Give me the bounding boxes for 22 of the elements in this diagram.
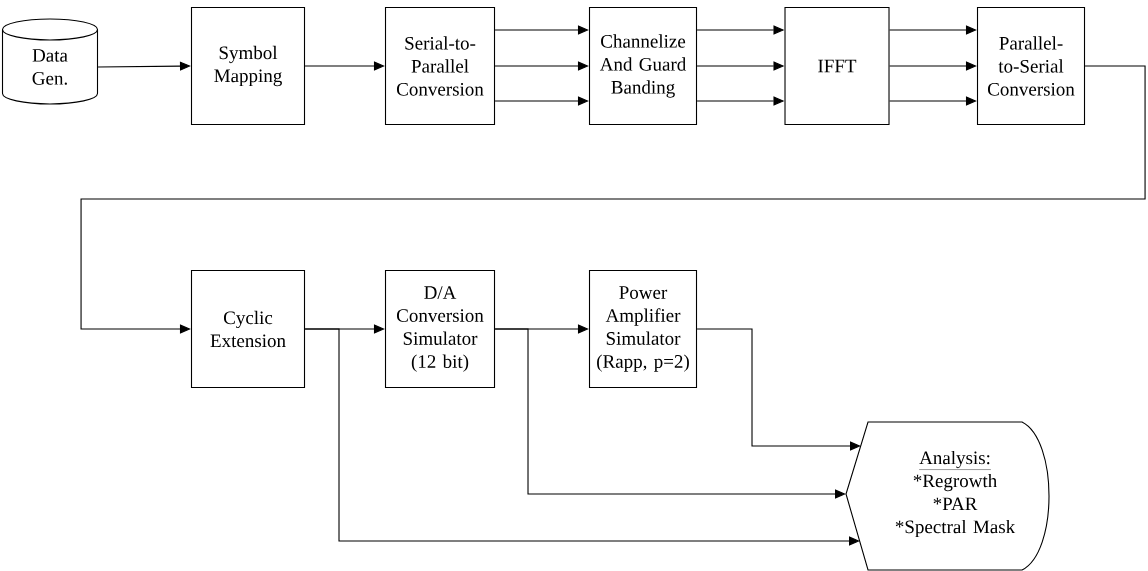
arrow bbox=[304, 328, 860, 546]
process-box: Serial-to-Parallel Conversion bbox=[384, 6, 496, 126]
process-box: Power Amplifier Simulator (Rapp, p=2) bbox=[588, 269, 698, 389]
arrow bbox=[889, 96, 977, 106]
arrow bbox=[80, 65, 1146, 334]
process-box: Cyclic Extension bbox=[190, 269, 306, 389]
arrow bbox=[889, 25, 977, 35]
arrow bbox=[494, 328, 846, 499]
arrow bbox=[494, 61, 589, 71]
arrow bbox=[304, 61, 385, 71]
process-box: Parallel-to-Serial Conversion bbox=[976, 6, 1086, 126]
process-box: D/A Conversion Simulator (12 bit) bbox=[384, 269, 496, 389]
analysis-box: Analysis: *Regrowth *PAR *Spectral Mask bbox=[845, 421, 1050, 571]
arrow bbox=[889, 61, 977, 71]
arrow bbox=[696, 328, 861, 451]
database-cylinder: Data Gen. bbox=[1, 18, 99, 105]
process-box: IFFT bbox=[784, 6, 890, 126]
process-box: Channelize And Guard Banding bbox=[588, 6, 698, 126]
process-box: Symbol Mapping bbox=[190, 6, 306, 126]
arrow bbox=[494, 25, 589, 35]
arrow bbox=[494, 96, 589, 106]
arrow bbox=[97, 61, 191, 71]
